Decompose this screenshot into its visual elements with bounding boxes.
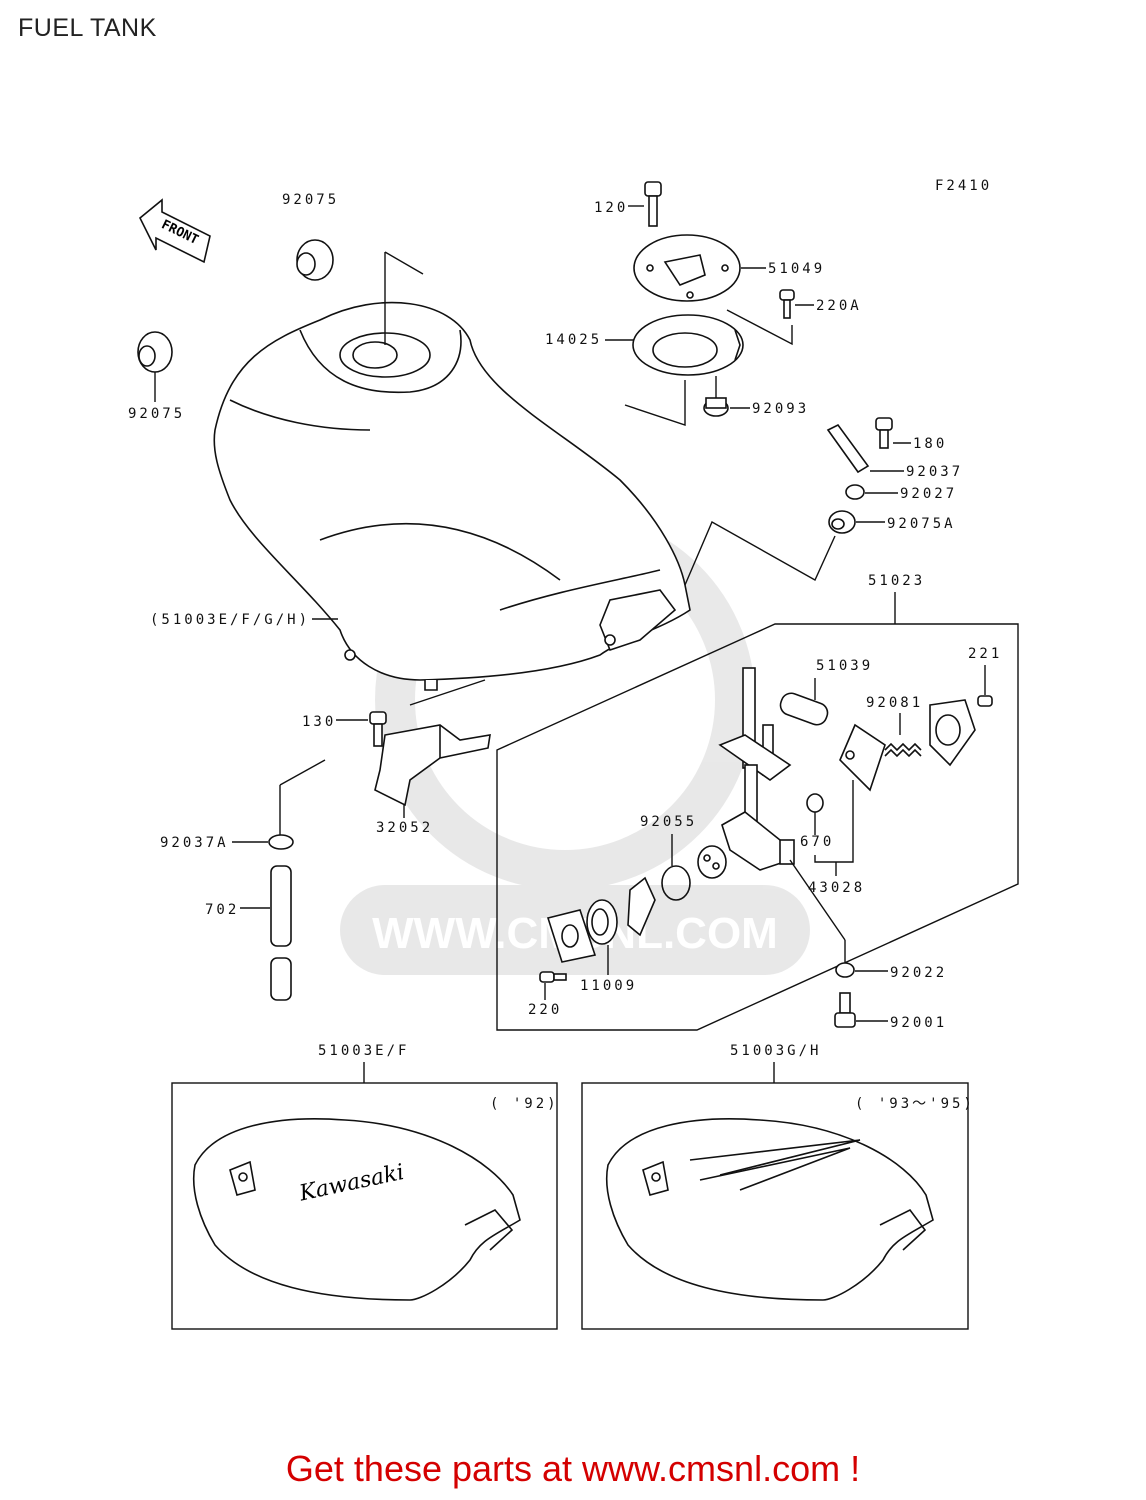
fuel-cock-assembly-box xyxy=(496,623,1019,1031)
tank-variant-1-icon: Kawasaki xyxy=(192,1118,521,1301)
bolt-180-icon xyxy=(875,417,893,449)
fuel-tank-icon xyxy=(213,301,691,691)
label-220: 220 xyxy=(528,1002,562,1018)
label-11009: 11009 xyxy=(580,978,637,994)
diaphragm-cover-icon xyxy=(929,699,976,767)
page-title: FUEL TANK xyxy=(18,14,157,42)
label-92093: 92093 xyxy=(752,401,809,417)
label-130: 130 xyxy=(302,714,336,730)
filter-icon xyxy=(697,845,727,879)
label-220A: 220A xyxy=(816,298,862,314)
oring-92055-icon xyxy=(661,865,691,901)
label-43028: 43028 xyxy=(808,880,865,896)
variant-box xyxy=(581,1082,969,1330)
union-bolt-92001-icon xyxy=(834,992,856,1028)
front-arrow-icon: FRONT xyxy=(138,198,211,264)
label-92037A: 92037A xyxy=(160,835,229,851)
label-51023: 51023 xyxy=(868,573,925,589)
flange-14025-icon xyxy=(632,314,744,376)
bracket-32052-icon xyxy=(374,724,491,807)
variant-years: ( '93～'95) xyxy=(855,1096,975,1112)
label-92075-top: 92075 xyxy=(282,192,339,208)
label-51039: 51039 xyxy=(816,658,873,674)
label-92027: 92027 xyxy=(900,486,957,502)
spring-92081-icon xyxy=(884,742,922,758)
label-51003EFGH: (51003E/F/G/H) xyxy=(150,612,310,628)
clamp-92037A-icon xyxy=(268,834,294,850)
lever-icon xyxy=(627,876,656,937)
screw-221-icon xyxy=(977,695,993,707)
oring-670-icon xyxy=(806,793,824,813)
filler-cap-51049-icon xyxy=(633,234,741,302)
label-92075A: 92075A xyxy=(887,516,956,532)
label-14025: 14025 xyxy=(545,332,602,348)
variant-box xyxy=(171,1082,558,1330)
grommet-92075-left-icon xyxy=(137,331,173,373)
plate-icon xyxy=(546,909,597,963)
variant-label: 51003E/F xyxy=(318,1043,409,1059)
seal-51039-icon xyxy=(779,692,829,726)
gasket-11009-icon xyxy=(586,899,618,945)
fuel-cock-body-icon xyxy=(718,667,795,871)
grommet-92075-top-icon xyxy=(296,239,334,281)
label-670: 670 xyxy=(800,834,834,850)
screw-220A-icon xyxy=(779,289,795,319)
variant-years: ( '92) xyxy=(490,1096,559,1112)
tank-variant-2-icon xyxy=(605,1118,934,1301)
footer-link[interactable]: Get these parts at www.cmsnl.com ! xyxy=(285,1448,861,1489)
label-92022: 92022 xyxy=(890,965,947,981)
hose-702-icon xyxy=(270,865,292,1001)
gasket-92093-icon xyxy=(703,397,729,417)
variant-label: 51003G/H xyxy=(730,1043,821,1059)
label-32052: 32052 xyxy=(376,820,433,836)
variant-51003EF: 51003E/F ( '92) Kawasaki xyxy=(171,1043,559,1330)
label-92055: 92055 xyxy=(640,814,697,830)
label-221: 221 xyxy=(968,646,1002,662)
label-92037: 92037 xyxy=(906,464,963,480)
damper-92075A-icon xyxy=(828,510,856,534)
label-92081: 92081 xyxy=(866,695,923,711)
washer-92022-icon xyxy=(835,962,855,978)
figure-code: F2410 xyxy=(935,178,992,194)
label-120: 120 xyxy=(594,200,628,216)
collar-92027-icon xyxy=(845,484,865,500)
variant-51003GH: 51003G/H ( '93～'95) xyxy=(581,1043,975,1330)
bolt-130-icon xyxy=(369,711,387,747)
screw-220-icon xyxy=(539,971,567,983)
label-180: 180 xyxy=(913,436,947,452)
bolt-120-icon xyxy=(644,181,662,227)
diaphragm-plate-icon xyxy=(839,723,886,792)
bracket-92037-icon xyxy=(826,423,870,474)
label-702: 702 xyxy=(205,902,239,918)
label-51049: 51049 xyxy=(768,261,825,277)
label-92001: 92001 xyxy=(890,1015,947,1031)
label-92075-left: 92075 xyxy=(128,406,185,422)
